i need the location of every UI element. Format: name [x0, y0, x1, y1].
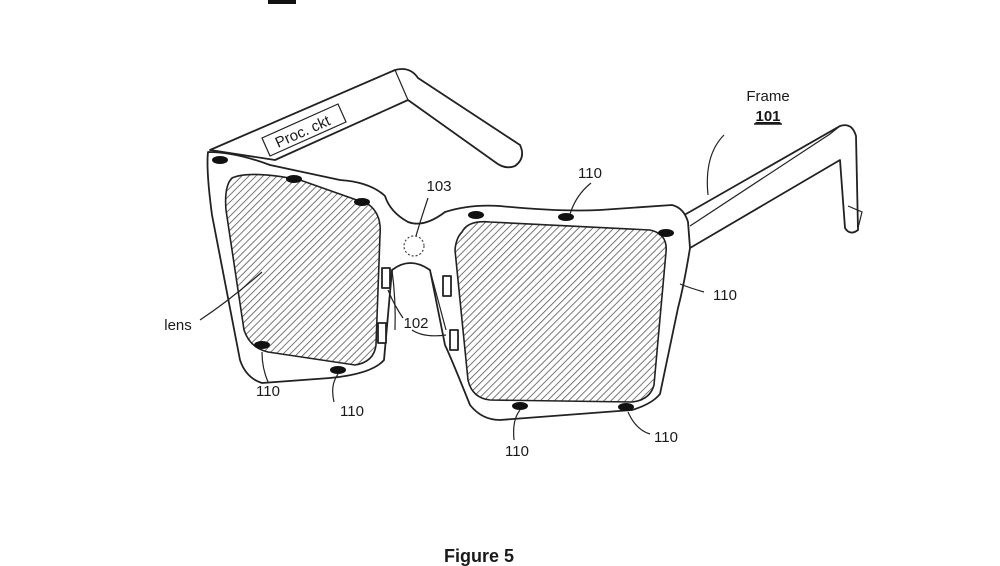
- electrodes: [212, 156, 674, 411]
- bridge-label: 102: [403, 315, 428, 332]
- electrode: [254, 341, 270, 349]
- nose-pad-upper-left: [381, 267, 391, 289]
- electrode: [212, 156, 228, 164]
- leader-lines: [199, 134, 725, 441]
- sensor-label: 103: [426, 178, 451, 195]
- frame-label: Frame: [746, 88, 789, 105]
- electrode-label: 110: [654, 429, 678, 446]
- frame-ref-label: 101: [755, 108, 780, 125]
- electrode: [658, 229, 674, 237]
- electrode: [618, 403, 634, 411]
- electrode-label: 110: [713, 287, 737, 304]
- electrode: [330, 366, 346, 374]
- right-lens: [454, 220, 667, 403]
- nose-pad-lower-left: [377, 322, 387, 344]
- cropped-mark: [268, 0, 296, 4]
- electrode: [286, 175, 302, 183]
- right-temple: [671, 124, 863, 249]
- electrode: [354, 198, 370, 206]
- electrode: [558, 213, 574, 221]
- electrode: [512, 402, 528, 410]
- left-temple: [209, 68, 524, 169]
- nose-pad-upper-right: [442, 275, 452, 297]
- sensor-circle: [403, 235, 425, 257]
- electrode: [468, 211, 484, 219]
- lens-label: lens: [164, 317, 192, 334]
- electrode-label: 110: [578, 165, 602, 182]
- electrode-label: 110: [505, 443, 529, 460]
- nose-pad-lower-right: [449, 329, 459, 351]
- electrode-label: 110: [340, 403, 364, 420]
- electrode-label: 110: [256, 383, 280, 400]
- figure-caption: Figure 5: [444, 546, 514, 566]
